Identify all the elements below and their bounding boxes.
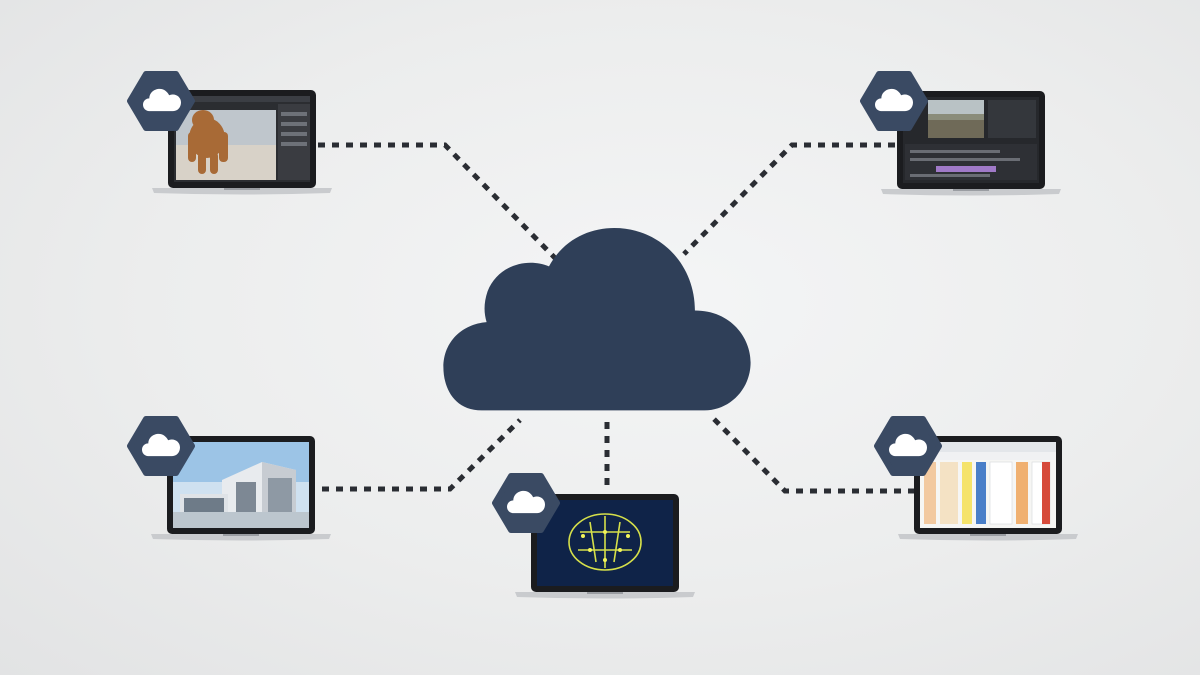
connector-bottom-right	[711, 416, 915, 494]
connector-top-right	[682, 142, 895, 256]
badge-bottom-left	[127, 416, 195, 476]
central-cloud-icon	[443, 228, 751, 411]
spreadsheet-columns	[924, 461, 1051, 525]
badge-bottom-right	[874, 416, 942, 476]
badge-top-right	[860, 71, 928, 131]
connector-bottom-left	[322, 418, 522, 492]
connector-top-left	[318, 142, 557, 260]
laptop-top-right	[881, 91, 1061, 196]
laptop-bottom-center	[515, 494, 695, 599]
connectors	[318, 142, 915, 494]
character-figure	[188, 110, 228, 174]
badge-bottom-center	[492, 473, 560, 533]
laptop-bottom-right	[898, 436, 1078, 541]
badge-top-left	[127, 71, 195, 131]
building	[173, 462, 309, 528]
laptop-top-left	[152, 90, 332, 195]
laptop-bottom-left	[151, 436, 331, 541]
